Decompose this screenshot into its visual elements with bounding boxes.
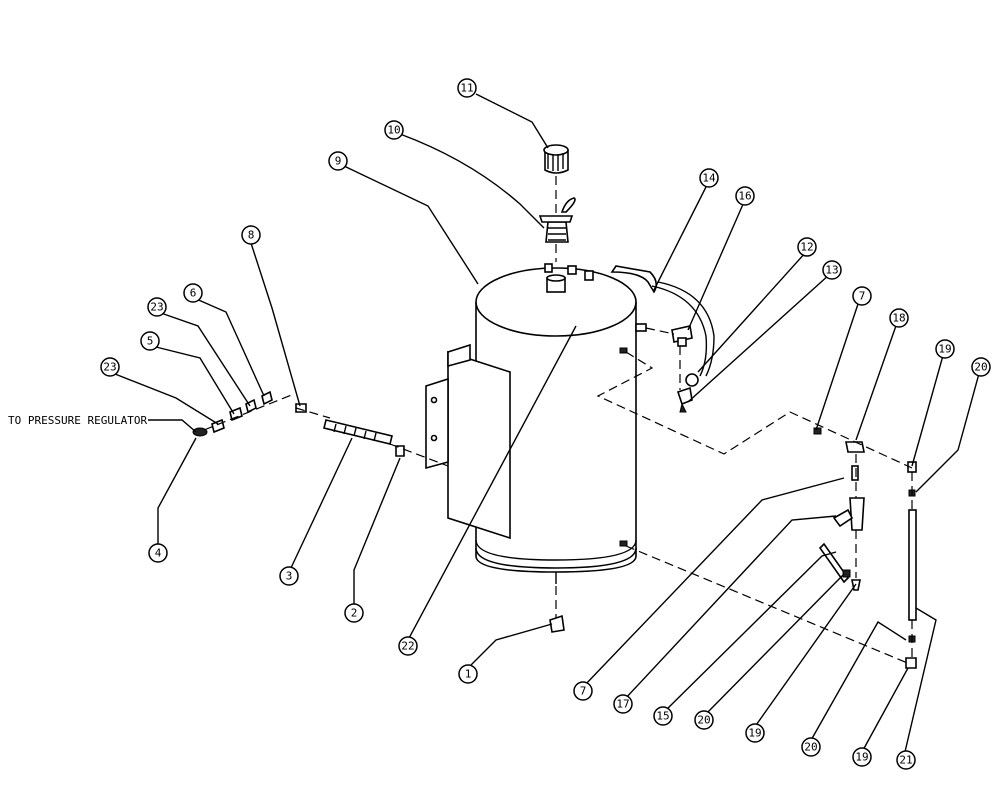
svg-text:1: 1: [465, 668, 472, 681]
svg-text:19: 19: [748, 727, 761, 740]
svg-text:20: 20: [974, 361, 987, 374]
svg-text:23: 23: [103, 361, 116, 374]
callout-12: 12: [797, 237, 817, 257]
connection-lines: [203, 176, 913, 665]
svg-text:4: 4: [155, 547, 162, 560]
relief-valve: [538, 197, 576, 243]
svg-text:19: 19: [938, 343, 951, 356]
svg-text:2: 2: [351, 607, 358, 620]
callout-2: 2: [344, 603, 364, 623]
callout-16: 16: [735, 186, 755, 206]
callout-17: 17: [613, 694, 633, 714]
callout-3: 3: [279, 566, 299, 586]
svg-text:11: 11: [460, 82, 473, 95]
pressure-tank: [475, 263, 647, 584]
svg-text:20: 20: [697, 714, 710, 727]
mounting-bracket: [425, 343, 511, 540]
callout-9: 9: [328, 151, 348, 171]
callout-20: 20: [801, 737, 821, 757]
callout-20: 20: [694, 710, 714, 730]
svg-text:9: 9: [335, 155, 342, 168]
svg-text:20: 20: [804, 741, 817, 754]
callout-23: 23: [147, 297, 167, 317]
svg-text:17: 17: [616, 698, 629, 711]
callout-20: 20: [971, 357, 991, 377]
callout-19: 19: [852, 747, 872, 767]
svg-text:6: 6: [190, 287, 197, 300]
svg-text:7: 7: [859, 290, 866, 303]
hose-assembly: [610, 265, 715, 413]
callout-1: 1: [458, 664, 478, 684]
callout-11: 11: [457, 78, 477, 98]
callout-4: 4: [148, 543, 168, 563]
callout-14: 14: [699, 168, 719, 188]
svg-text:19: 19: [855, 751, 868, 764]
callout-6: 6: [183, 283, 203, 303]
svg-text:12: 12: [800, 241, 813, 254]
svg-text:23: 23: [150, 301, 163, 314]
callout-8: 8: [241, 225, 261, 245]
callout-10: 10: [384, 120, 404, 140]
svg-text:15: 15: [656, 710, 669, 723]
callout-18: 18: [889, 308, 909, 328]
callout-15: 15: [653, 706, 673, 726]
valve-cap: [543, 144, 569, 174]
callout-7: 7: [573, 681, 593, 701]
svg-text:3: 3: [286, 570, 293, 583]
svg-text:8: 8: [248, 229, 255, 242]
svg-text:7: 7: [580, 685, 587, 698]
callout-5: 5: [140, 331, 160, 351]
svg-text:22: 22: [401, 640, 414, 653]
svg-text:14: 14: [702, 172, 716, 185]
callout-19: 19: [745, 723, 765, 743]
pressure-regulator-note: TO PRESSURE REGULATOR: [8, 414, 147, 427]
leader-lines: [109, 93, 981, 757]
callout-23: 23: [100, 357, 120, 377]
svg-text:13: 13: [825, 264, 838, 277]
svg-text:18: 18: [892, 312, 905, 325]
callout-22: 22: [398, 636, 418, 656]
svg-text:10: 10: [387, 124, 400, 137]
svg-text:21: 21: [899, 754, 912, 767]
callout-19: 19: [935, 339, 955, 359]
svg-text:5: 5: [147, 335, 154, 348]
callout-21: 21: [896, 750, 916, 770]
callout-13: 13: [822, 260, 842, 280]
svg-text:16: 16: [738, 190, 751, 203]
callout-7: 7: [852, 286, 872, 306]
